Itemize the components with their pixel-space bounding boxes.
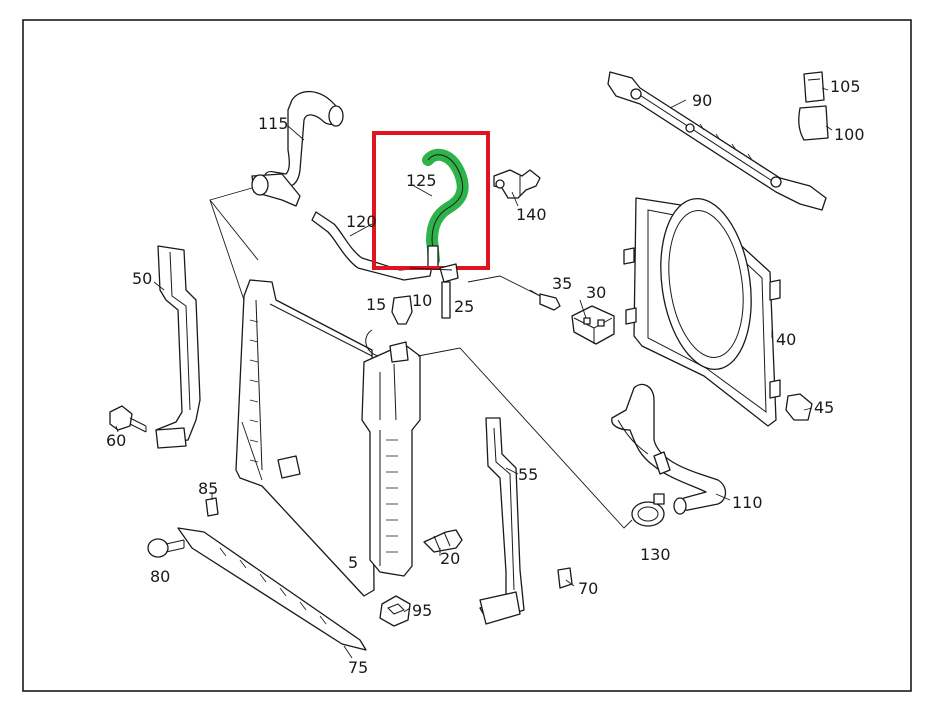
part-25-fitting[interactable] <box>439 263 459 319</box>
part-140-clip[interactable] <box>493 169 541 199</box>
highlight-box <box>372 131 490 270</box>
label-80: 80 <box>150 567 170 586</box>
label-100: 100 <box>834 125 865 144</box>
part-45-clip[interactable] <box>785 393 813 421</box>
label-115: 115 <box>258 114 289 133</box>
label-40: 40 <box>776 330 796 349</box>
part-85-clip[interactable] <box>205 497 219 517</box>
label-105: 105 <box>830 77 861 96</box>
label-130: 130 <box>640 545 671 564</box>
part-90-upper-bracket[interactable] <box>607 71 827 211</box>
part-5-side-tank[interactable] <box>361 329 421 577</box>
label-120: 120 <box>346 212 377 231</box>
part-labels: 115 125 120 140 90 105 100 35 30 15 10 2… <box>106 77 865 677</box>
label-5: 5 <box>348 553 358 572</box>
part-70-clip[interactable] <box>557 567 573 589</box>
label-85: 85 <box>198 479 218 498</box>
label-125: 125 <box>406 171 437 190</box>
label-95: 95 <box>412 601 432 620</box>
part-20-drain-valve[interactable] <box>423 529 463 553</box>
part-30-connector[interactable] <box>571 305 615 345</box>
part-110-lower-hose[interactable] <box>611 383 727 515</box>
part-105-clip[interactable] <box>803 71 825 103</box>
part-50-left-bracket[interactable] <box>155 245 201 449</box>
label-110: 110 <box>732 493 763 512</box>
label-25: 25 <box>454 297 474 316</box>
part-80-bolt[interactable] <box>147 538 185 558</box>
part-130-hose-clamp[interactable] <box>631 493 665 527</box>
part-60-bolt[interactable] <box>109 405 147 433</box>
part-115-upper-hose[interactable] <box>251 90 344 207</box>
label-90: 90 <box>692 91 712 110</box>
label-20: 20 <box>440 549 460 568</box>
label-55: 55 <box>518 465 538 484</box>
part-95-mount[interactable] <box>379 595 411 627</box>
part-100-cap[interactable] <box>798 105 829 141</box>
label-15: 15 <box>366 295 386 314</box>
label-45: 45 <box>814 398 834 417</box>
label-35: 35 <box>552 274 572 293</box>
part-radiator-core[interactable] <box>235 279 375 597</box>
label-10: 10 <box>412 291 432 310</box>
label-50: 50 <box>132 269 152 288</box>
label-30: 30 <box>586 283 606 302</box>
part-10-drain-plug[interactable] <box>391 295 413 325</box>
label-70: 70 <box>578 579 598 598</box>
label-60: 60 <box>106 431 126 450</box>
part-55-right-bracket[interactable] <box>479 417 525 625</box>
leader-lines <box>115 87 833 659</box>
part-75-lower-strip[interactable] <box>177 527 367 651</box>
label-140: 140 <box>516 205 547 224</box>
part-40-fan-shroud[interactable] <box>623 193 781 427</box>
label-75: 75 <box>348 658 368 677</box>
